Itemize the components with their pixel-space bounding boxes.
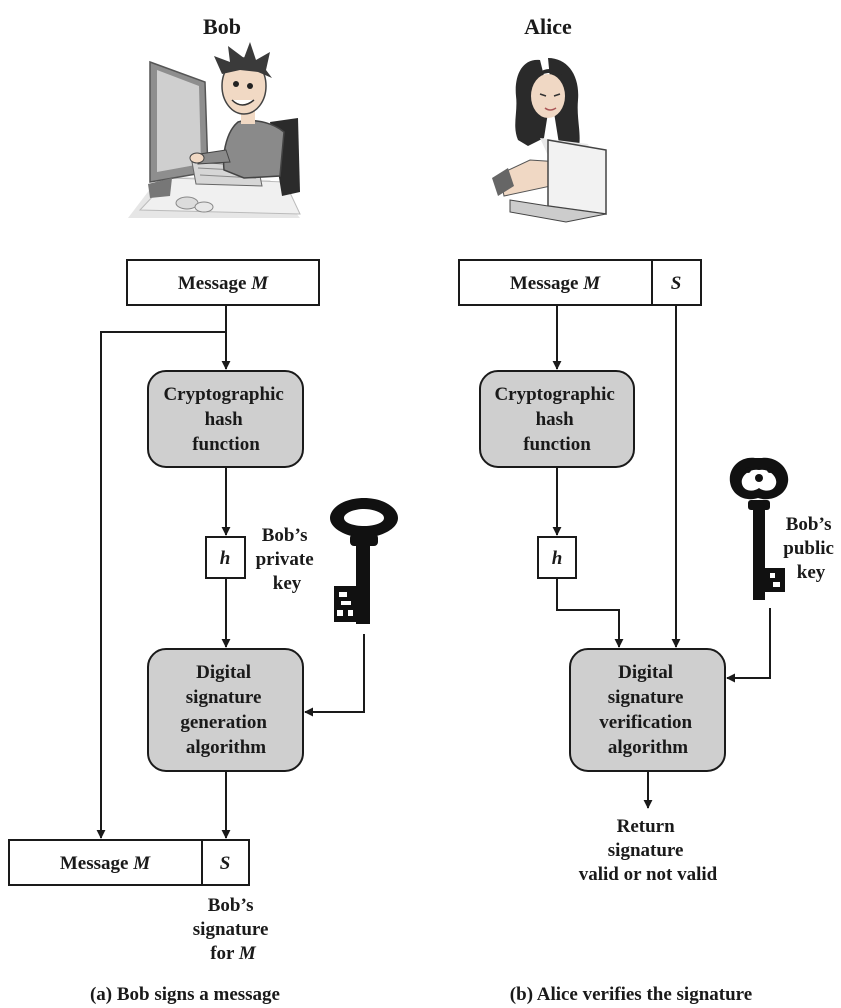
alice-heading: Alice (524, 14, 572, 39)
right-arrow-key-to-algorithm (726, 608, 771, 683)
right-arrow-h-to-algorithm (556, 578, 624, 648)
right-verification-algorithm-label: Digital signature verification algorithm (599, 662, 697, 758)
right-hash-function-label: Cryptographic hash function (494, 384, 619, 455)
left-output-signature-box (201, 839, 250, 886)
left-message-box (126, 259, 320, 306)
left-arrow-message-to-output (96, 331, 226, 839)
left-arrow-key-to-algorithm (304, 634, 365, 717)
bob-heading: Bob (203, 14, 241, 39)
left-hash-value: h (220, 548, 231, 569)
right-hash-value-box (537, 536, 577, 579)
left-hash-function-label: Cryptographic hash function (163, 384, 288, 455)
right-public-key-label: Bob’s public key (783, 514, 838, 583)
left-private-key-label: Bob’s private key (256, 525, 319, 594)
right-message-box (458, 259, 653, 306)
left-panel: Message M Cryptographic hash function h … (8, 259, 398, 1005)
right-message-label: Message M (510, 273, 601, 294)
alice-with-laptop-illustration (492, 58, 607, 223)
right-signature-box (651, 259, 702, 306)
left-output-signature: S (220, 853, 231, 874)
public-key-icon (729, 457, 789, 600)
bob-at-computer-illustration (128, 42, 301, 218)
right-panel-caption: (b) Alice verifies the signature (510, 984, 752, 1005)
right-signature: S (671, 273, 682, 294)
left-message-label: Message M (178, 273, 269, 294)
right-hash-value: h (552, 548, 563, 569)
left-generation-algorithm-label: Digital signature generation algorithm (180, 662, 271, 758)
left-panel-caption: (a) Bob signs a message (90, 984, 280, 1005)
private-key-icon (330, 498, 398, 624)
left-output-message-label: Message M (60, 853, 151, 874)
right-result-label: Return signature valid or not valid (579, 816, 718, 885)
left-signature-caption: Bob’s signature for M (193, 895, 273, 964)
right-panel: Message M S Cryptographic hash function … (458, 259, 838, 1005)
